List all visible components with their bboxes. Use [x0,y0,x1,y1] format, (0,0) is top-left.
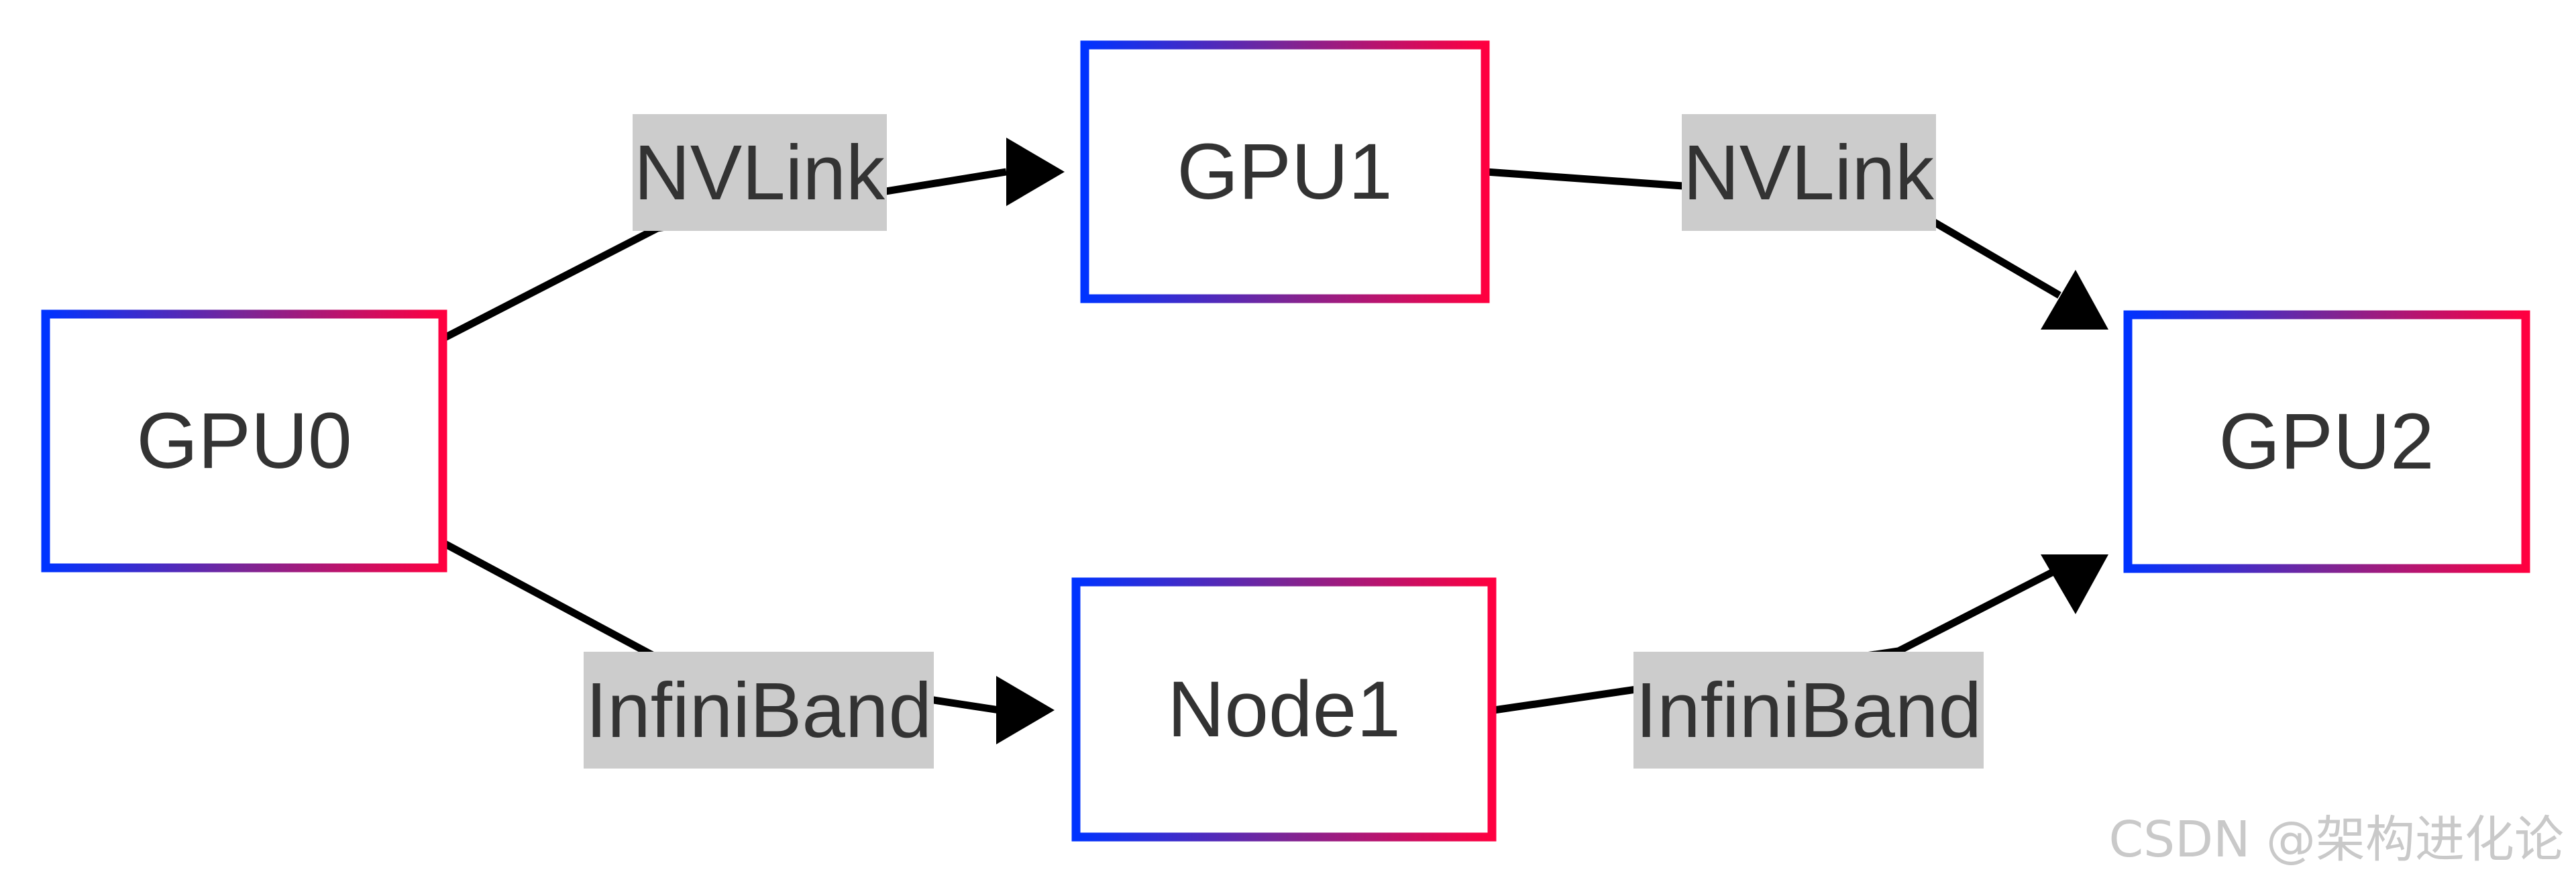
node-label: GPU2 [2218,397,2434,486]
watermark: CSDN @架构进化论 [2108,811,2564,869]
edge-label-background [584,652,934,769]
node-box [1080,40,1490,303]
edge-label-background [633,114,887,231]
edge-label-gpu0-gpu1: NVLink [633,114,887,231]
edge-label-background [1682,114,1936,231]
edge-label-gpu1-gpu2: NVLink [1682,114,1936,231]
arrowhead-gpu2-top [2041,270,2108,330]
node-label: GPU1 [1177,128,1392,216]
edge-node1-gpu2 [1493,562,2068,714]
node-box [2123,310,2530,573]
edge-label-text: NVLink [634,129,885,216]
arrowhead-gpu1 [1006,138,1065,206]
edge-label-text: NVLink [1683,129,1935,216]
node-box [41,309,447,573]
node-label: GPU0 [136,397,352,485]
edge-label-gpu0-node1: InfiniBand [584,652,934,769]
node-box [1071,577,1497,842]
edge-label-text: InfiniBand [1635,667,1982,754]
node-gpu1: GPU1 [1080,40,1490,303]
node-node1: Node1 [1071,577,1497,842]
node-label: Node1 [1167,665,1401,754]
arrowhead-node1 [996,676,1055,744]
edge-label-text: InfiniBand [586,667,932,754]
edge-label-background [1633,652,1984,769]
edge-label-node1-gpu2: InfiniBand [1633,652,1984,769]
arrowhead-gpu2-bottom [2041,554,2108,614]
node-gpu2: GPU2 [2123,310,2530,573]
node-gpu0: GPU0 [41,309,447,573]
